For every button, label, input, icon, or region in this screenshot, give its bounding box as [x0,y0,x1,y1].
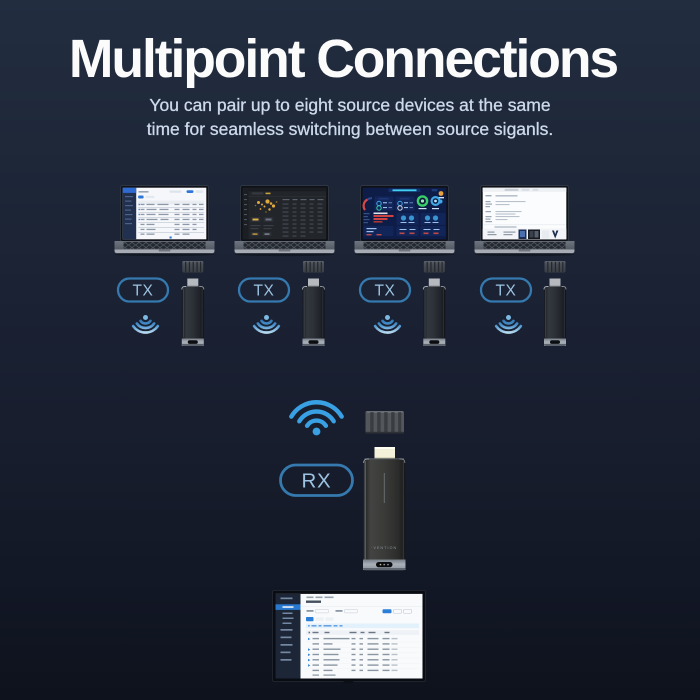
svg-text:RX: RX [301,470,331,493]
svg-text:TX: TX [495,283,516,300]
svg-text:TX: TX [253,283,274,300]
svg-text:TX: TX [374,283,395,300]
svg-text:TX: TX [132,283,153,300]
svg-text:·VENTION: ·VENTION [371,546,397,550]
